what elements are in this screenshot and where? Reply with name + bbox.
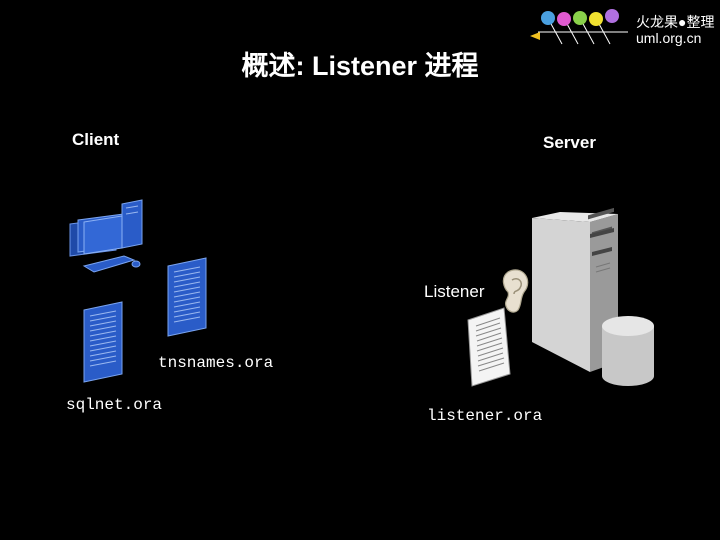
listener-ora-label: listener.ora: [427, 407, 542, 425]
server-label: Server: [543, 133, 596, 153]
page-title: 概述: Listener 进程: [0, 44, 720, 83]
tnsnames-label: tnsnames.ora: [158, 354, 273, 372]
logo-graphic-icon: [528, 8, 638, 48]
logo-line1: 火龙果●整理: [636, 14, 714, 30]
sqlnet-document-icon: [82, 302, 126, 386]
client-computer-icon: [64, 198, 154, 278]
logo-line2: uml.org.cn: [636, 30, 701, 46]
listener-document-icon: [466, 308, 516, 388]
client-label: Client: [72, 130, 119, 150]
tnsnames-document-icon: [166, 258, 210, 338]
sqlnet-label: sqlnet.ora: [66, 396, 162, 414]
ear-icon: [498, 266, 532, 314]
listener-label: Listener: [424, 282, 484, 302]
database-icon: [598, 312, 658, 392]
logo: 火龙果●整理 uml.org.cn: [528, 8, 718, 48]
